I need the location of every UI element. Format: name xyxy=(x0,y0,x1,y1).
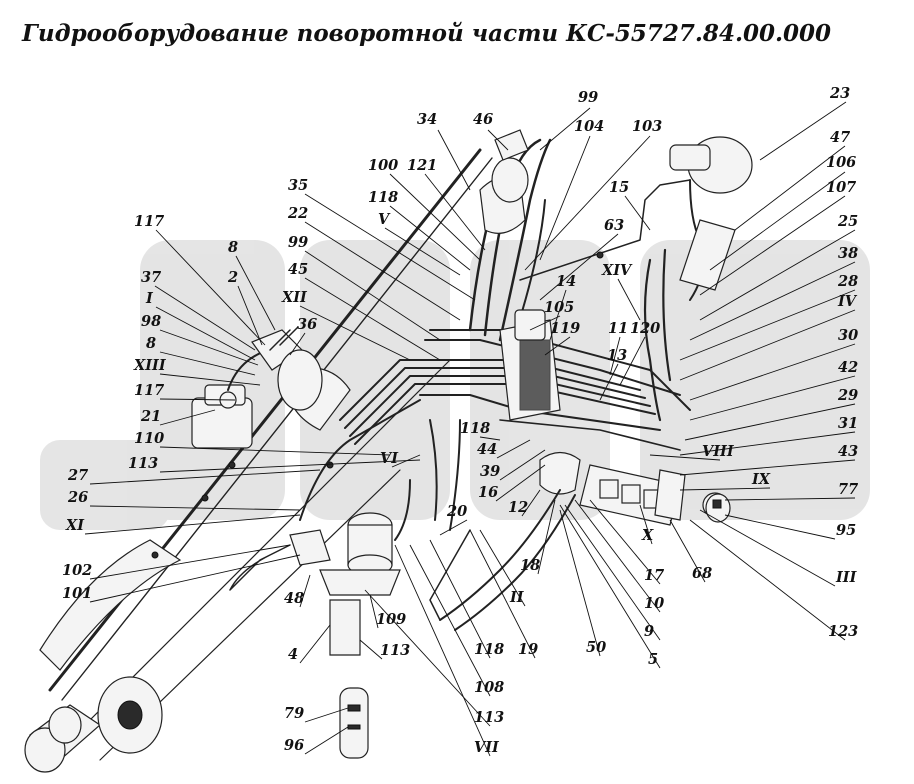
callout-label: 11 xyxy=(608,320,628,337)
callout-label: 17 xyxy=(644,567,664,584)
callout-label: XIV xyxy=(601,262,633,279)
leader-lines xyxy=(84,101,856,757)
callout-label: 8 xyxy=(228,239,238,256)
callout-label: 99 xyxy=(578,89,598,106)
callout-label: 10 xyxy=(644,595,664,612)
callout-label: 107 xyxy=(826,179,856,196)
callout-label: 14 xyxy=(556,273,576,290)
callout-label: XIII xyxy=(133,357,167,374)
callout-label: 8 xyxy=(146,335,156,352)
callout-label: 9 xyxy=(644,623,654,640)
diagram-title: Гидрооборудование поворотной части КС-55… xyxy=(22,20,831,47)
callout-label: 38 xyxy=(838,245,858,262)
callout-label: XII xyxy=(281,289,308,306)
callout-label: 34 xyxy=(417,111,437,128)
callout-label: 30 xyxy=(838,327,858,344)
callout-label: 108 xyxy=(474,679,504,696)
callout-label: 25 xyxy=(837,213,858,230)
callout-label: I xyxy=(145,290,154,307)
callout-label: 95 xyxy=(836,522,856,539)
callout-label: II xyxy=(509,589,525,606)
callout-label: 29 xyxy=(837,387,858,404)
upper-hoses xyxy=(468,129,691,351)
callout-label: 118 xyxy=(474,641,504,658)
callout-label: III xyxy=(835,569,858,586)
callout-label: 110 xyxy=(134,430,164,447)
callout-label: 106 xyxy=(826,154,856,171)
left-pump-unit xyxy=(191,326,323,449)
callout-label: VII xyxy=(474,739,500,756)
callout-label: 15 xyxy=(609,179,629,196)
callout-label: 20 xyxy=(446,503,467,520)
valve-bank xyxy=(429,451,728,631)
filter-element xyxy=(339,687,369,759)
callout-label: 19 xyxy=(518,641,538,658)
callout-label: 123 xyxy=(828,623,858,640)
callout-label: 99 xyxy=(288,234,308,251)
callout-label: 77 xyxy=(838,481,858,498)
callout-label: V xyxy=(378,211,391,228)
callout-label: 79 xyxy=(284,705,304,722)
callout-label: 21 xyxy=(140,408,161,425)
callout-label: IX xyxy=(751,471,771,488)
callout-label: 119 xyxy=(550,320,580,337)
callout-label: 113 xyxy=(128,455,158,472)
callout-label: 46 xyxy=(473,111,493,128)
distributor-block xyxy=(499,309,561,421)
callout-label: 39 xyxy=(480,463,500,480)
callout-label: 44 xyxy=(477,441,497,458)
callout-label: 31 xyxy=(838,415,858,432)
callout-label: 5 xyxy=(648,651,658,668)
callout-label: VIII xyxy=(702,443,735,460)
callout-label: 121 xyxy=(407,157,437,174)
callout-label: 43 xyxy=(838,443,858,460)
callout-label: 36 xyxy=(297,316,317,333)
callout-label: VI xyxy=(380,450,399,467)
callout-label: IV xyxy=(837,293,858,310)
callout-label: X xyxy=(641,527,654,544)
callout-label: 50 xyxy=(586,639,606,656)
callout-label: 37 xyxy=(141,269,161,286)
callout-label: 22 xyxy=(287,205,308,222)
callout-label: 4 xyxy=(288,646,298,663)
callout-label: 35 xyxy=(288,177,308,194)
callout-label: 48 xyxy=(284,590,304,607)
callout-label: 117 xyxy=(134,382,164,399)
callout-label: 16 xyxy=(478,484,498,501)
lower-pump xyxy=(229,399,461,656)
callout-label: 68 xyxy=(692,565,712,582)
callout-label: XI xyxy=(65,517,85,534)
callout-label: 23 xyxy=(829,85,850,102)
callout-label: 2 xyxy=(227,269,238,286)
right-top-unit xyxy=(643,136,753,422)
callout-label: 18 xyxy=(520,557,540,574)
callout-label: 45 xyxy=(288,261,308,278)
callout-label: 98 xyxy=(141,313,161,330)
callout-label: 120 xyxy=(630,320,660,337)
callout-label: 27 xyxy=(67,467,88,484)
callout-label: 118 xyxy=(368,189,398,206)
callout-label: 12 xyxy=(508,499,528,516)
callout-label: 113 xyxy=(474,709,504,726)
callout-label: 100 xyxy=(368,157,398,174)
callout-label: 105 xyxy=(544,299,574,316)
small-parts xyxy=(705,493,731,523)
callout-label: 28 xyxy=(837,273,858,290)
callout-label: 113 xyxy=(380,642,410,659)
callout-label: 109 xyxy=(376,611,406,628)
callout-label: 63 xyxy=(604,217,624,234)
callout-label: 42 xyxy=(838,359,858,376)
callout-label: 103 xyxy=(632,118,662,135)
callout-label: 101 xyxy=(62,585,92,602)
callout-label: 26 xyxy=(67,489,88,506)
callout-label: 102 xyxy=(62,562,92,579)
callout-label: 13 xyxy=(607,347,627,364)
callout-label: 47 xyxy=(830,129,850,146)
callout-label: 118 xyxy=(460,420,490,437)
callout-label: 117 xyxy=(134,213,164,230)
callout-label: 104 xyxy=(574,118,604,135)
callout-label: 96 xyxy=(284,737,304,754)
